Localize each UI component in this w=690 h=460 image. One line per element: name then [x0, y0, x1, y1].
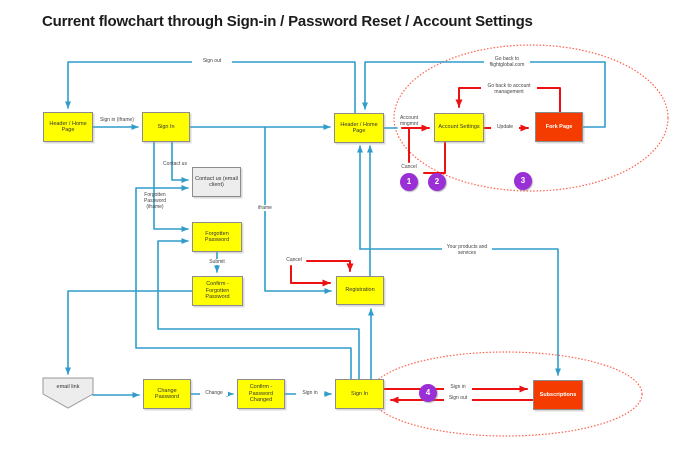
node-forgotten-password: Forgotten Password — [192, 222, 242, 252]
email-link-label: email link — [56, 384, 80, 390]
node-confirm-password-changed: Confirm - Password Changed — [237, 379, 285, 409]
page-title: Current flowchart through Sign-in / Pass… — [42, 13, 533, 30]
edge-cancel-account-2 — [423, 141, 446, 174]
edge-label-cancel-registration: Cancel — [286, 257, 302, 263]
edge-cancel-registration-top — [306, 260, 354, 272]
edge-signin2-to-forgotten — [157, 238, 360, 380]
node-sign-in-bottom: Sign In — [335, 379, 384, 409]
edge-label-cancel-account: Cancel — [401, 164, 417, 170]
node-contact-us: Contact us (email client) — [192, 167, 241, 197]
node-subscriptions: Subscriptions — [533, 380, 583, 410]
edge-label-sign-in-iframe: Sign in (iframe) — [100, 117, 134, 123]
step-marker-3: 3 — [514, 172, 532, 190]
edge-sign-out-top — [65, 61, 356, 114]
edge-label-change: Change — [200, 390, 228, 396]
step-marker-1: 1 — [400, 173, 418, 191]
edge-products-to-subscriptions — [359, 248, 561, 376]
node-change-password: Change Password — [143, 379, 191, 409]
edge-signin-to-forgotten — [153, 141, 189, 232]
edge-label-update: Update — [491, 124, 519, 130]
node-sign-in-top: Sign In — [142, 112, 190, 142]
group-ellipse-account-settings — [393, 44, 669, 192]
edge-iframe-to-registration — [264, 126, 332, 294]
node-header-home-mid: Header / Home Page — [334, 113, 384, 143]
edge-label-go-back-flightglobal: Go back to flightglobal.com — [484, 56, 530, 68]
edge-label-contact-us: Contact us — [163, 161, 187, 167]
step-marker-4: 4 — [419, 384, 437, 402]
edge-label-sign-out-top: Sign out — [192, 58, 232, 64]
edge-confirm-to-emaillink — [65, 290, 193, 375]
edge-label-your-products: Your products and services — [442, 244, 492, 256]
edge-cancel-registration-left — [290, 265, 331, 287]
node-header-home-left: Header / Home Page — [43, 112, 93, 142]
edge-label-go-back-account: Go back to account management — [481, 83, 537, 95]
group-ellipse-subscriptions — [369, 351, 643, 437]
edge-label-subs-sign-in: Sign in — [444, 384, 472, 390]
step-marker-2: 2 — [428, 173, 446, 191]
node-confirm-forgotten-password: Confirm - Forgotten Password — [192, 276, 243, 306]
edge-label-forgotten-password-iframe: Forgotten Password (iframe) — [144, 192, 166, 210]
edge-go-back-flightglobal — [362, 61, 606, 128]
edge-label-subs-sign-out: Sign out — [444, 395, 472, 401]
email-link-shape — [42, 377, 94, 409]
edge-label-sign-in-bottom-row: Sign in — [296, 390, 324, 396]
edge-label-account-mngmnt: Account mngmnt — [399, 115, 419, 127]
node-registration: Registration — [336, 276, 384, 305]
edge-signin-to-contactus — [171, 141, 189, 183]
node-fork-page: Fork Page — [535, 112, 583, 142]
node-account-settings: Account Settings — [434, 113, 484, 142]
edge-label-submit: Submit — [203, 259, 231, 265]
edge-signin2-to-contactus — [135, 185, 352, 380]
edge-label-iframe: iframe — [254, 205, 276, 211]
